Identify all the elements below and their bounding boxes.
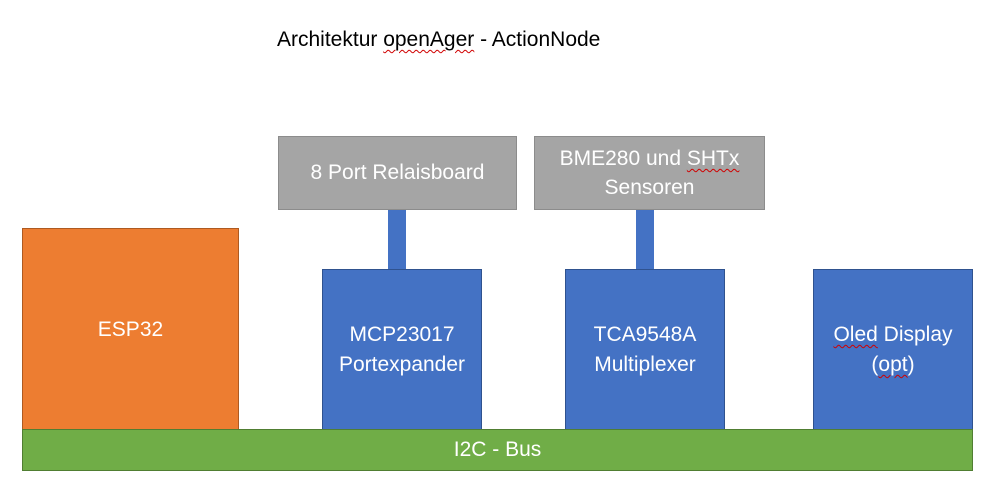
oled-line1: Oled Display (833, 323, 953, 346)
i2c-bus-bar: I2C - Bus (22, 429, 973, 471)
tca9548a-box: TCA9548A Multiplexer (565, 269, 725, 431)
sensor-connector (636, 209, 654, 270)
oled-line2: (opt) (871, 353, 915, 376)
relay-board-box: 8 Port Relaisboard (278, 136, 517, 210)
title-openager: openAger (383, 28, 475, 51)
tca-line1: TCA9548A (593, 323, 697, 346)
relay-board-label: 8 Port Relaisboard (310, 161, 485, 184)
sensors-line2: Sensoren (604, 176, 695, 199)
esp32-box: ESP32 (22, 228, 239, 431)
relay-connector (388, 209, 406, 270)
i2c-bus-label: I2C - Bus (453, 438, 542, 461)
title-suffix: - ActionNode (474, 28, 601, 51)
mcp-line1: MCP23017 (349, 323, 455, 346)
diagram-title: Architektur openAger - ActionNode (277, 28, 600, 52)
esp32-label: ESP32 (97, 318, 164, 341)
tca-line2: Multiplexer (594, 353, 696, 376)
sensors-line1: BME280 und SHTx (559, 147, 740, 170)
mcp23017-box: MCP23017 Portexpander (322, 269, 482, 431)
title-prefix: Architektur (277, 28, 384, 51)
sensors-box: BME280 und SHTx Sensoren (534, 136, 765, 210)
oled-display-box: Oled Display (opt) (813, 269, 973, 431)
mcp-line2: Portexpander (338, 353, 466, 376)
